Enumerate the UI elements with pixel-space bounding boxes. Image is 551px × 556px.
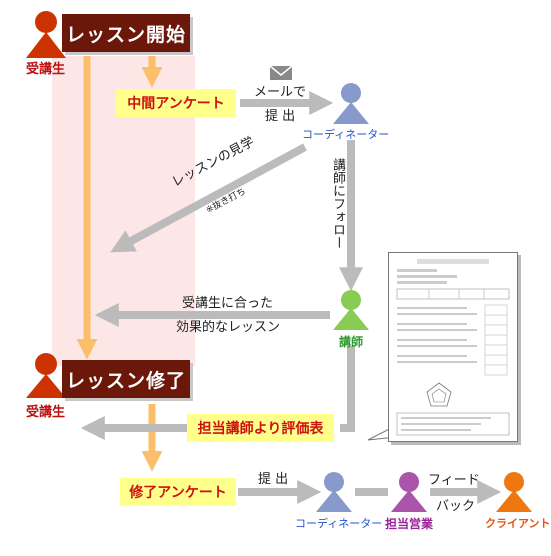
- effective-lesson-label-1: 受講生に合った: [182, 296, 274, 311]
- client-icon: [496, 472, 532, 512]
- evaluation-sheet-box: 担当講師より評価表: [187, 414, 334, 442]
- evaluation-sheet-graphic: [396, 259, 510, 436]
- feedback-label-1: フィード: [428, 473, 480, 488]
- mail-submit-label-2: 提 出: [265, 109, 296, 124]
- lesson-end-badge: レッスン修了: [62, 360, 190, 398]
- lesson-start-badge: レッスン開始: [62, 14, 190, 52]
- feedback-label-2: バック: [436, 499, 476, 514]
- evaluation-sheet-image: [388, 252, 518, 442]
- sales-rep-icon: [391, 472, 427, 512]
- sales-rep-label: 担当営業: [385, 517, 434, 531]
- client-label: クライアント: [485, 517, 551, 530]
- follow-instructor-label: 講師にフォロー: [330, 158, 345, 249]
- envelope-icon: [269, 65, 293, 80]
- mid-survey-box: 中間アンケート: [116, 89, 236, 117]
- student-mid-icon: [26, 353, 66, 398]
- coordinator-top-icon: [333, 83, 369, 124]
- completion-survey-box: 修了アンケート: [120, 478, 236, 506]
- coordinator-bottom-icon: [316, 472, 352, 512]
- student-top-label: 受講生: [26, 62, 66, 77]
- coordinator-bottom-label: コーディネーター: [295, 517, 383, 530]
- effective-lesson-label-2: 効果的なレッスン: [176, 320, 281, 335]
- line-instructor-down: [340, 346, 355, 432]
- arrow-lesson-observation: [110, 143, 307, 253]
- instructor-label: 講師: [339, 335, 364, 349]
- mail-submit-label-1: メールで: [254, 85, 307, 100]
- coordinator-top-label: コーディネーター: [302, 128, 390, 141]
- student-mid-label: 受講生: [26, 405, 66, 420]
- submit-label: 提 出: [258, 472, 289, 487]
- student-top-icon: [26, 11, 66, 58]
- instructor-icon: [333, 290, 369, 330]
